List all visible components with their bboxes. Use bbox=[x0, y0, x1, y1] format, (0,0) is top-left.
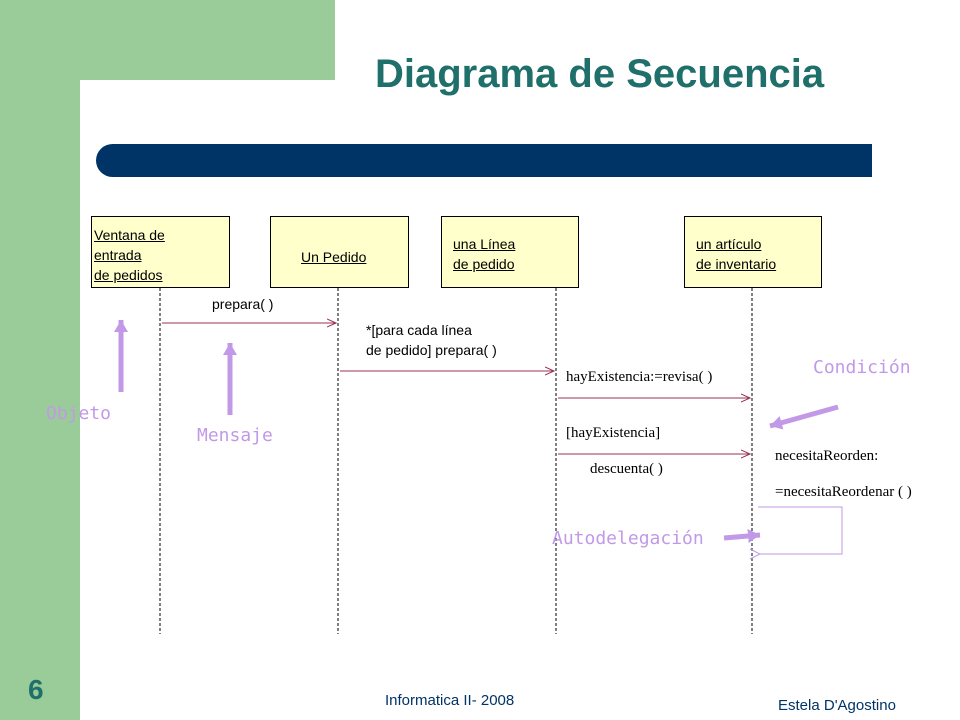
object-linea-label: una Línea de pedido bbox=[453, 236, 516, 272]
object-articulo: un artículo de inventario bbox=[684, 216, 822, 288]
message-reorden-label-1: necesitaReorden: bbox=[775, 448, 879, 464]
message-prepara-label: prepara( ) bbox=[212, 296, 274, 312]
object-pedido: Un Pedido bbox=[270, 216, 409, 288]
slide-number: 6 bbox=[28, 674, 44, 705]
corner-decoration-left bbox=[0, 0, 80, 720]
annotation-autodelegacion: Autodelegación bbox=[552, 528, 704, 549]
message-revisa-label: hayExistencia:=revisa( ) bbox=[566, 369, 713, 385]
object-ventana-label: Ventana de entrada de pedidos bbox=[94, 227, 165, 283]
message-descuenta-label: descuenta( ) bbox=[590, 461, 663, 477]
annotation-mensaje: Mensaje bbox=[197, 425, 273, 446]
self-delegation-loop bbox=[758, 506, 843, 554]
title-underline-bar bbox=[96, 144, 872, 177]
object-articulo-label: un artículo de inventario bbox=[696, 236, 777, 272]
slide-title: Diagrama de Secuencia bbox=[375, 52, 825, 96]
object-ventana: Ventana de entrada de pedidos bbox=[91, 216, 230, 288]
message-reorden-label-2: =necesitaReordenar ( ) bbox=[775, 484, 912, 500]
object-pedido-label: Un Pedido bbox=[301, 249, 367, 265]
object-linea: una Línea de pedido bbox=[441, 216, 579, 288]
condicion-pointer-arrow bbox=[769, 404, 839, 430]
footer-course: Informatica II- 2008 bbox=[385, 692, 515, 709]
footer-author: Estela D'Agostino bbox=[778, 697, 896, 714]
message-prepara-loop-label: *[para cada línea de pedido] prepara( ) bbox=[366, 322, 497, 358]
autodelegacion-pointer-arrow bbox=[723, 529, 761, 543]
annotation-objeto: Objeto bbox=[46, 403, 112, 424]
annotation-condicion: Condición bbox=[813, 357, 911, 378]
message-condition-label: [hayExistencia] bbox=[566, 425, 661, 441]
